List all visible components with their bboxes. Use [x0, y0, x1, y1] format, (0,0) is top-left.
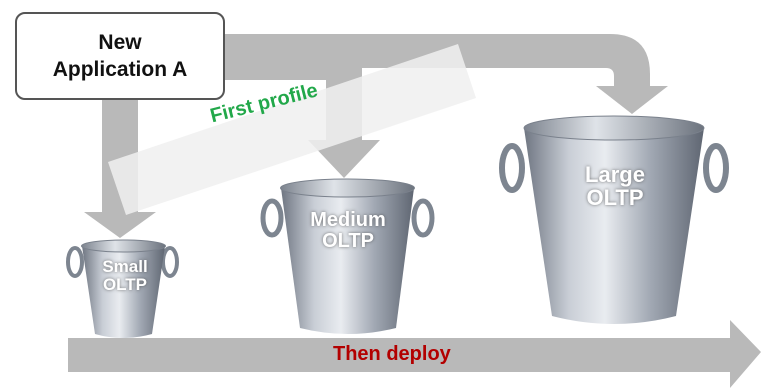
medium-bucket-label-line2: OLTP [322, 230, 374, 252]
small-bucket-image [66, 239, 179, 338]
large-bucket-label-line2: OLTP [586, 185, 644, 211]
medium-bucket-label: Medium OLTP [298, 210, 398, 252]
first-profile-band [108, 44, 476, 215]
new-application-box: New Application A [15, 12, 225, 100]
app-box-line1: New [98, 31, 142, 54]
medium-bucket-image [260, 178, 435, 334]
small-bucket-label-line1: Small [102, 257, 148, 276]
large-bucket-label: Large OLTP [565, 163, 665, 209]
arrow-to-medium [225, 50, 380, 178]
medium-bucket-label-line1: Medium [310, 209, 386, 231]
large-bucket-label-line1: Large [585, 162, 645, 187]
large-bucket-image [499, 115, 729, 324]
app-box-line2: Application A [52, 58, 188, 81]
deploy-arrow [68, 320, 761, 388]
arrow-to-large [225, 34, 668, 114]
small-bucket-label-line2: OLTP [102, 274, 148, 294]
small-bucket-label: Small OLTP [95, 258, 155, 294]
then-deploy-label: Then deploy [333, 343, 451, 365]
